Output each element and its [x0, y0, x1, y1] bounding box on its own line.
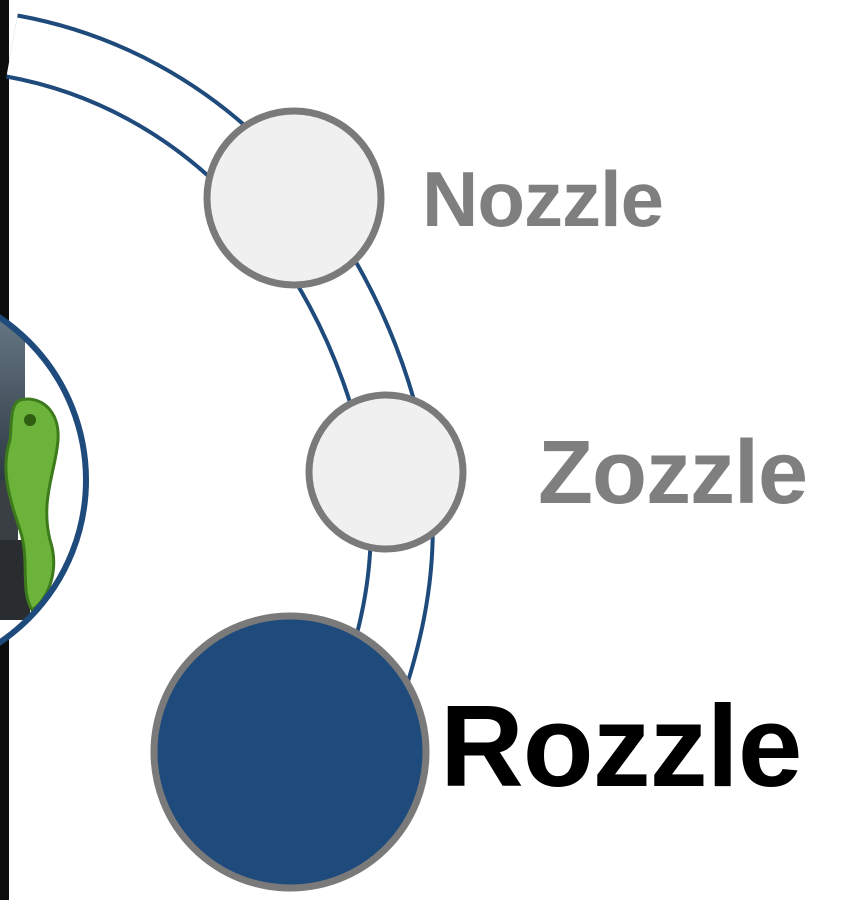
step-node-zozzle	[305, 391, 467, 553]
step-node-nozzle	[203, 107, 385, 289]
photo-circle	[0, 284, 89, 676]
step-label-zozzle: Zozzle	[538, 423, 808, 523]
step-node-rozzle	[150, 612, 430, 892]
step-label-nozzle: Nozzle	[422, 155, 664, 243]
step-label-rozzle: Rozzle	[440, 681, 802, 811]
